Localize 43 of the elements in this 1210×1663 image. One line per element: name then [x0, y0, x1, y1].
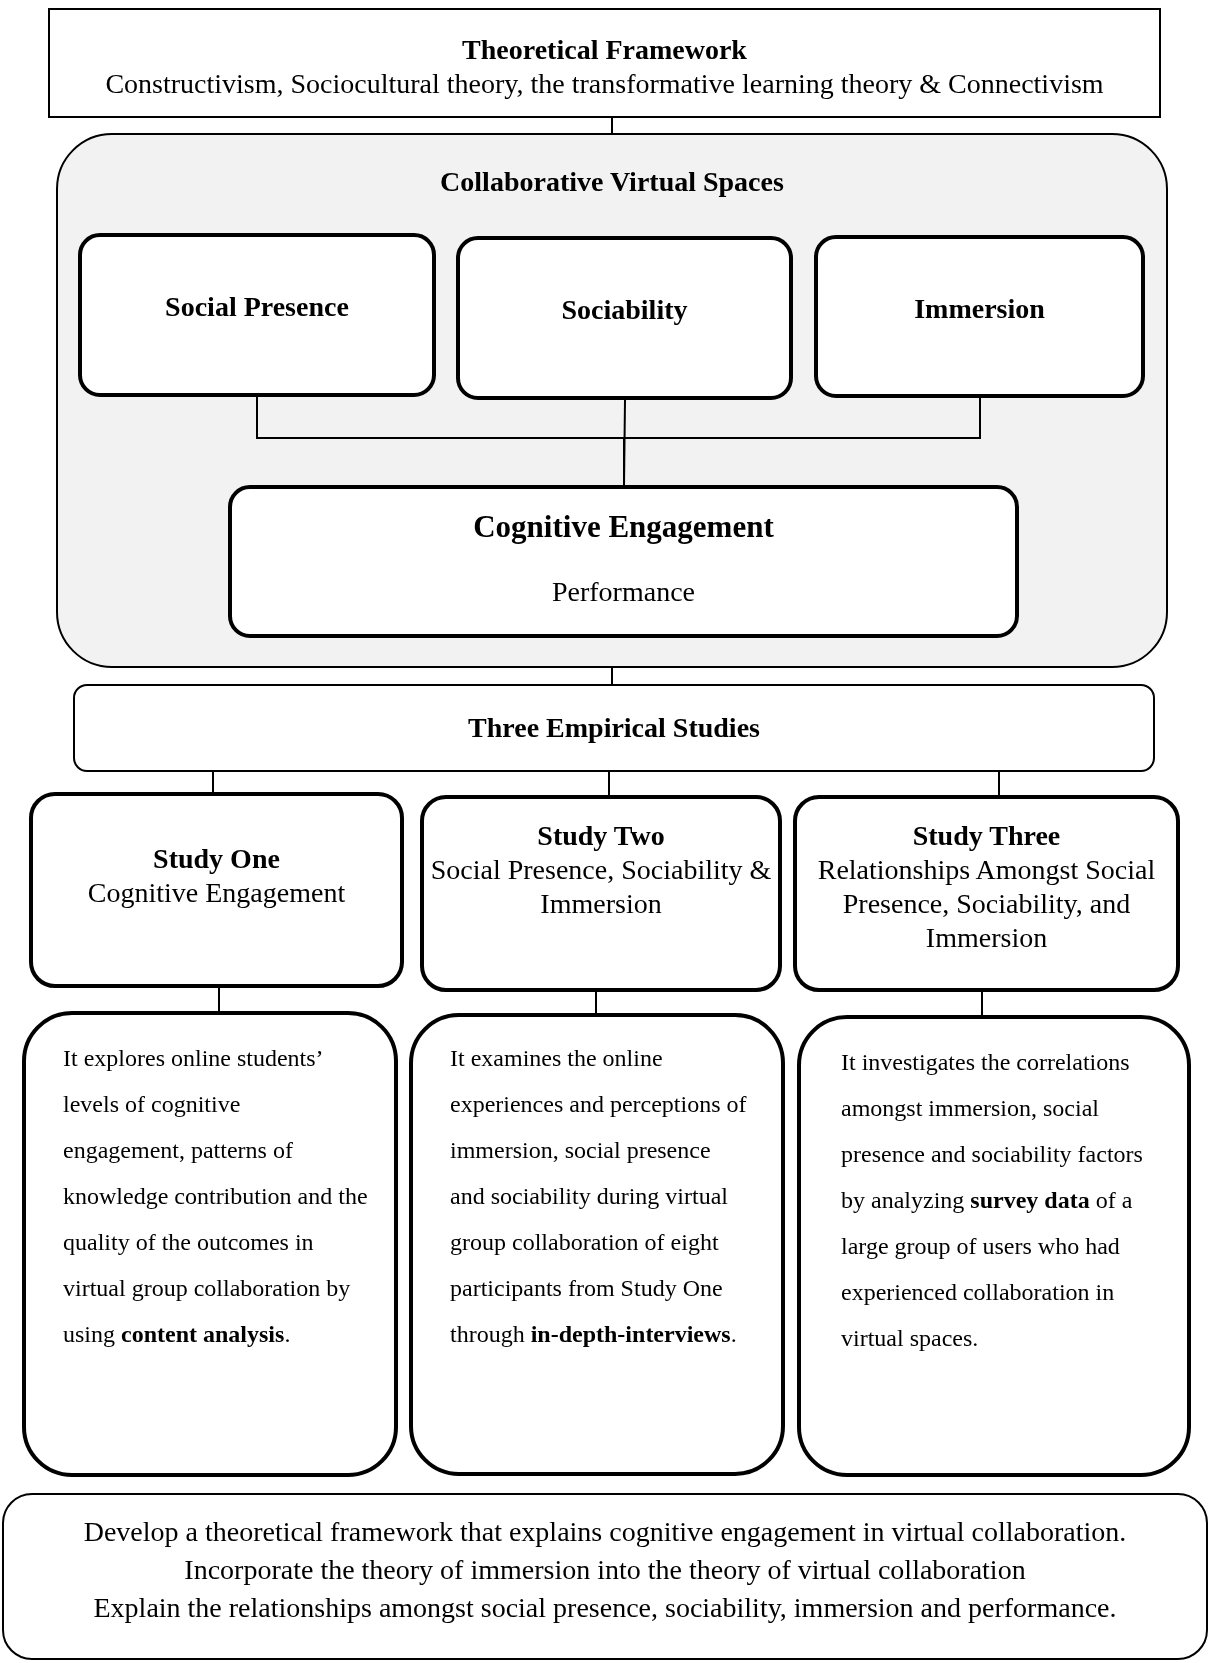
connector-line — [595, 991, 597, 1014]
connector-line — [212, 771, 214, 793]
box-text: Constructivism, Sociocultural theory, the transformative learning theory & Connectivism — [105, 67, 1104, 101]
connector-line — [608, 771, 610, 796]
box-text: Cognitive Engagement — [87, 876, 346, 910]
box-text: Social Presence, Sociability & Immersion — [429, 853, 773, 921]
box-text: Relationships Amongst Social Presence, Sociability, and Immersion — [816, 853, 1157, 955]
concept-box — [814, 235, 1145, 398]
connector-line — [218, 987, 220, 1012]
goal-text: Incorporate the theory of immersion into the theory of virtual collaboration — [184, 1553, 1026, 1587]
connector-line — [981, 991, 983, 1016]
description-text: It examines the online experiences and perceptions of immersion, social presence and sociability during virtual group collaboration of eight participants from Study One through in-depth-interviews. — [450, 1044, 748, 1349]
description-box — [797, 1015, 1191, 1477]
connector-line — [611, 667, 613, 685]
description-box — [22, 1011, 398, 1477]
goal-text: Explain the relationships amongst social presence, sociability, immersion and performance. — [93, 1591, 1117, 1625]
description-text: It explores online students’ levels of cognitive engagement, patterns of knowledge contribution and the quality of the outcomes in virtual group collaboration by using content analysis. — [63, 1044, 368, 1349]
box-heading: Social Presence — [165, 290, 349, 324]
box-heading: Study One — [153, 842, 280, 876]
box-heading: Sociability — [561, 293, 688, 327]
description-text: It investigates the correlations amongst immersion, social presence and sociability factors by analyzing survey data of a large group of users who had experienced collaboration in virtual spaces. — [841, 1048, 1144, 1353]
box-text: Performance — [551, 575, 695, 609]
box-heading: Three Empirical Studies — [468, 711, 760, 745]
goals-box — [2, 1493, 1208, 1660]
group-panel — [56, 133, 1168, 668]
goal-text: Develop a theoretical framework that explains cognitive engagement in virtual collaboration. — [83, 1515, 1127, 1549]
study-box — [29, 792, 404, 988]
study-box — [793, 795, 1180, 992]
outcome-box — [228, 485, 1019, 638]
box-heading: Theoretical Framework — [462, 33, 747, 67]
concept-box — [78, 233, 436, 397]
study-box — [420, 795, 782, 992]
connector-line — [611, 117, 613, 134]
connector-line — [998, 771, 1000, 796]
box-heading: Study Two — [537, 819, 665, 853]
panel-heading: Collaborative Virtual Spaces — [440, 165, 784, 199]
framework-box — [48, 8, 1161, 118]
description-box — [409, 1013, 785, 1476]
studies-box — [73, 684, 1155, 772]
box-heading: Cognitive Engagement — [473, 509, 774, 545]
box-heading: Immersion — [914, 291, 1045, 326]
box-heading: Study Three — [912, 819, 1061, 853]
concept-box — [456, 236, 793, 400]
